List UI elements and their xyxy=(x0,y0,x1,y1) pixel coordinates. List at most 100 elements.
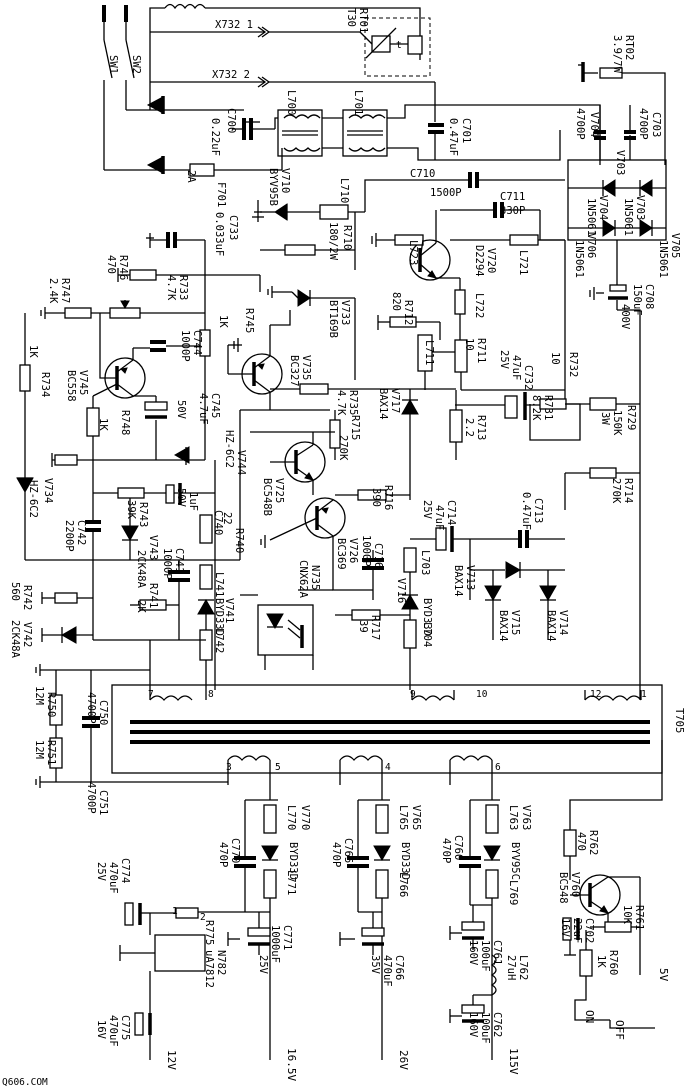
label-v725: V725 xyxy=(273,478,285,503)
label-r717: R717 xyxy=(369,615,381,640)
label-t30: T30 xyxy=(345,8,357,27)
label-c761-v: 160V xyxy=(467,940,479,966)
label-v703: V703 xyxy=(614,150,626,175)
label-r762-val: 470 xyxy=(575,832,587,851)
label-c770: C770 xyxy=(229,838,241,863)
label-t705: T705 xyxy=(673,708,685,733)
label-r743-val: 39K xyxy=(125,500,137,520)
label-c760-val: 470P xyxy=(440,838,452,863)
label-c741-val: 1000P xyxy=(161,548,173,580)
label-c713-val: 0.47uF xyxy=(520,492,532,530)
label-r729-val: 150K xyxy=(611,410,623,436)
label-r735: R735 xyxy=(347,390,359,415)
label-c742-val: 2200P xyxy=(63,520,75,552)
label-c745-v: 50V xyxy=(175,400,187,420)
label-r775: R775 xyxy=(203,920,215,945)
label-pin12: 12 xyxy=(590,689,601,700)
mains-input-section xyxy=(102,3,666,177)
label-l700: L700 xyxy=(285,90,297,115)
label-v770-val: BYD33D xyxy=(287,842,299,880)
label-l722: L722 xyxy=(473,293,485,318)
label-c701: C701 xyxy=(460,118,472,143)
label-r747: R747 xyxy=(59,278,71,303)
label-r745: R745 xyxy=(243,308,255,333)
label-v760: V760 xyxy=(569,872,581,897)
label-c704-val: 4700P xyxy=(574,108,586,140)
label-l723: L723 xyxy=(407,240,419,265)
label-c733: C733 xyxy=(227,215,239,240)
label-c766: C766 xyxy=(393,955,405,980)
label-v714-val: BAX14 xyxy=(545,610,557,642)
label-v720-val: D2294 xyxy=(473,245,485,277)
label-r732-val: 10 xyxy=(549,352,561,365)
label-v705: V705 xyxy=(669,233,681,258)
label-l710: L710 xyxy=(338,178,350,203)
label-c716-val: 1000P xyxy=(360,535,372,567)
label-f701-val: 2A xyxy=(185,170,197,183)
label-r761: R761 xyxy=(633,905,645,930)
label-c700: C700 xyxy=(225,108,237,133)
label-v715-val: BAX14 xyxy=(497,610,509,642)
label-r711-val: 10 xyxy=(463,338,475,351)
control-section xyxy=(16,232,565,690)
label-pin7: 7 xyxy=(148,689,154,700)
label-r734-val: 1K xyxy=(27,345,39,358)
label-r714-val: 270K xyxy=(610,478,622,504)
label-v745: V745 xyxy=(77,370,89,395)
label-r716-val: 390 xyxy=(370,488,382,507)
label-c770-val: 470P xyxy=(217,842,229,867)
label-r746-val: 470 xyxy=(105,255,117,274)
secondary-outputs xyxy=(119,740,663,1060)
label-r729-p: 3W xyxy=(599,412,611,425)
label-l742: L742 xyxy=(213,628,225,653)
label-l741: L741 xyxy=(213,572,225,597)
label-pin10: 10 xyxy=(476,689,488,700)
label-reg-pin2: 2 xyxy=(200,912,206,923)
label-r743: R743 xyxy=(137,502,149,527)
label-c775-val: 470uF xyxy=(107,1015,119,1047)
transformer-t705 xyxy=(111,640,663,785)
label-r733: R733 xyxy=(177,275,189,300)
label-c732-v: 25V xyxy=(498,350,510,370)
label-c750-val: 4700P xyxy=(85,692,97,724)
label-v720: V720 xyxy=(485,248,497,273)
label-x732-2: X732 2 xyxy=(212,69,250,81)
label-l721: L721 xyxy=(517,250,529,275)
label-v733-val: BT169B xyxy=(327,300,339,338)
label-c714: C714 xyxy=(445,500,457,525)
label-c702: C702 xyxy=(583,918,595,943)
label-c702-v: 16V xyxy=(559,918,571,938)
label-pin6: 6 xyxy=(495,762,501,773)
label-c771: C771 xyxy=(281,925,293,950)
label-r732: R732 xyxy=(567,352,579,377)
label-pin3: 3 xyxy=(226,762,232,773)
label-r751-val: 12M xyxy=(33,740,45,759)
label-c740: C740 xyxy=(212,510,224,535)
label-c762: C762 xyxy=(491,1012,503,1037)
label-pin4: 4 xyxy=(385,762,391,773)
label-r741: R741 xyxy=(147,583,159,608)
label-v726: V726 xyxy=(347,538,359,563)
label-v705-val: 1N5061 xyxy=(657,240,669,278)
label-c760: C760 xyxy=(452,835,464,860)
label-c744: C744 xyxy=(191,330,203,355)
label-c762-val: 100uF xyxy=(479,1012,491,1044)
label-l701: L701 xyxy=(352,90,364,115)
label-r751: R751 xyxy=(45,740,57,765)
label-c765: C765 xyxy=(342,838,354,863)
label-v735-val: BC327 xyxy=(288,355,300,387)
label-c711-val: 330P xyxy=(500,205,525,217)
label-c711: C711 xyxy=(500,191,525,203)
label-v744-val: HZ-6C2 xyxy=(223,430,235,468)
label-v741-val: BYD33D xyxy=(213,598,225,636)
label-v745-val: BC558 xyxy=(65,370,77,402)
label-c775-v: 16V xyxy=(95,1020,107,1040)
label-l765: L765 xyxy=(397,805,409,830)
label-r760: R760 xyxy=(607,950,619,975)
label-c774: C774 xyxy=(119,858,131,883)
label-c740-v: 50V xyxy=(175,488,187,508)
label-r711: R711 xyxy=(475,338,487,363)
label-n782: N782 xyxy=(215,950,227,975)
